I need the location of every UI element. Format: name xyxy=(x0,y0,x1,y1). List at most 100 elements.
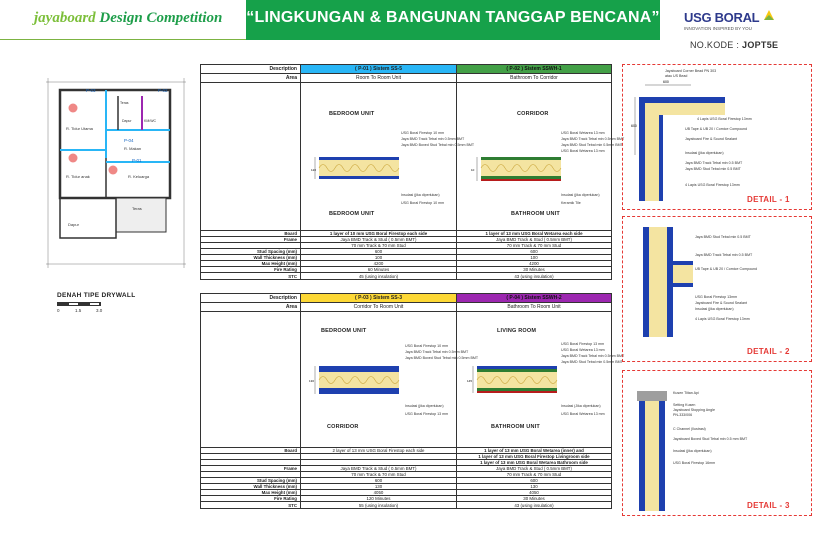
d2-note-0: Jaya BMD Stud Tebal min 0.5 BMT xyxy=(695,235,751,239)
detail-1-drawing: 600 600 xyxy=(631,80,725,201)
d1-note-1: atau US Bead xyxy=(665,74,688,78)
d2-note-3: USG Boral Firestop 13mm xyxy=(695,295,738,299)
t2-col2-area: Bathroom To Room Unit xyxy=(507,304,561,310)
spec-value-col2: 30 Minutes xyxy=(523,267,545,272)
t1-area-label: Area xyxy=(201,74,301,82)
t1-col2-title: ( P-02 ) Sistem SSWH-1 xyxy=(457,65,611,73)
t2-col1-callout-4: USG Boral Firestop 13 mm xyxy=(405,412,449,416)
detail-1-title: DETAIL - 1 xyxy=(747,195,790,204)
t1-col2-area: Bathroom To Corridor xyxy=(510,75,558,81)
page-title: “LINGKUNGAN & BANGUNAN TANGGAP BENCANA” xyxy=(246,9,660,26)
spec-value-col2: 100 xyxy=(530,255,538,260)
competition-brand: jayaboard Design Competition xyxy=(34,10,222,27)
t1-col1-callout-2: Jaya BMD Boxed Stud Tebal min 0.5mm BMT xyxy=(401,143,475,147)
kode-number: NO.KODE : JOPT5E xyxy=(690,40,778,50)
scale-num-0: 0 xyxy=(57,308,60,313)
spec-value-col2: 70 mm Track & 70 mm Stud xyxy=(506,243,562,248)
spec-value-col1: 45 (using insulation) xyxy=(301,273,457,279)
d3-note-4: C Channel (Ilustrasi) xyxy=(673,427,706,431)
spec-value-col1: 120 Minutes xyxy=(301,496,457,501)
plan-label-kmwc: KM/WC xyxy=(144,119,157,123)
t2-drawing-row: BEDROOM UNIT 130 CORRIDOR USG Boral Fire… xyxy=(201,312,624,448)
spec-value-col1: 600 xyxy=(301,249,457,254)
svg-text:130: 130 xyxy=(309,379,314,383)
d1-note-6: Jaya BMD Track Tebal min 0.5 BMT xyxy=(685,161,743,165)
plan-label-p04: P-04 xyxy=(124,138,134,143)
t1-col1-callout-3: Insulasi (jika diperlukan) xyxy=(401,193,440,197)
plan-label-p01: P-01 xyxy=(132,158,142,163)
spec-value-col2: 43 (using insulation) xyxy=(514,273,554,279)
t2-col1-title: ( P-03 ) Sistem SS-3 xyxy=(301,294,457,302)
detail-2-title: DETAIL - 2 xyxy=(747,347,790,356)
t2-col2-bottom-label: BATHROOM UNIT xyxy=(491,424,540,430)
plan-label-p03: P-03 xyxy=(86,88,96,93)
t1-col1-callout-0: USG Boral Firestop 10 mm xyxy=(401,131,445,135)
spec-value-col1: 100 xyxy=(301,255,457,260)
svg-text:600: 600 xyxy=(631,124,637,128)
d2-note-2: UB Tape & UB 20 / Cornice Compound xyxy=(695,267,758,271)
usg-boral-logo: USG BORAL INNOVATION INSPIRED BY YOU xyxy=(676,6,786,38)
t1-col2-bottom-label: BATHROOM UNIT xyxy=(511,211,560,217)
spec-value-col1: 70 mm Track & 70 mm Stud xyxy=(301,472,457,477)
t1-col2-drawing: CORRIDOR 10 BATHROOM UNIT USG Boral Weta… xyxy=(457,83,624,230)
t2-col2-callout-5: USG Boral Wetarea 13 mm xyxy=(561,412,605,416)
detail-1-panel: 600 600 Jayaboard Corner Bead PN 303 ata… xyxy=(622,64,812,210)
spec-label: Board xyxy=(201,231,301,236)
t2-area-row: Area Corridor To Room Unit Bathroom To R… xyxy=(201,303,611,312)
t1-col2-callout-0: USG Boral Wetarea 13 mm xyxy=(561,131,605,135)
spec-value-col1: 60 Minutes xyxy=(301,267,457,272)
svg-text:10: 10 xyxy=(471,168,475,172)
detail-3-drawing xyxy=(637,391,667,511)
d1-note-5: Insulasi (jika diperlukan) xyxy=(685,151,724,155)
d3-note-2: Jayaboard Stopping Angle xyxy=(673,408,715,412)
spec-value-col1: 1 layer of 10 mm USG Boral Firestop each… xyxy=(301,231,457,236)
d3-note-3: PN-333/006 xyxy=(673,413,693,417)
spec-label: STC xyxy=(201,502,301,508)
plan-marker-detail-1 xyxy=(68,103,78,113)
spec-label xyxy=(201,460,301,465)
t2-col1-drawing: BEDROOM UNIT 130 CORRIDOR USG Boral Fire… xyxy=(301,312,478,447)
spec-value-col2: 1 layer of 13 mm USG Boral Firestop Livi… xyxy=(478,454,590,459)
d1-note-4: Jayaboard Fire & Sound Sealant xyxy=(685,137,737,141)
spec-label: Frame xyxy=(201,237,301,242)
brand-jayaboard: jayaboard xyxy=(34,10,96,26)
scale-num-2: 3.0 xyxy=(96,308,103,313)
spec-label: Wall Thickness (mm) xyxy=(201,255,301,260)
spec-label: Fire Rating xyxy=(201,267,301,272)
t2-col2-callout-2: Jaya BMD Track Tebal min 0.5mm BMT xyxy=(561,354,625,358)
wall-section-sswh2: 145 xyxy=(467,366,558,393)
wall-section-ss3: 130 xyxy=(309,366,400,394)
spec-value-col1: 55 (using insulation) xyxy=(301,502,457,508)
spec-value-col2: 600 xyxy=(530,478,538,483)
t2-description-row: Description ( P-03 ) Sistem SS-3 ( P-04 … xyxy=(201,294,611,303)
t1-col2-callout-5: Keramik Tile xyxy=(561,201,581,205)
t2-row-board-3: 1 layer of 13 mm USG Boral Wetarea Bathr… xyxy=(201,460,611,466)
d3-note-5: Jayaboard Boxed Stud Tebal min 0.5 mm BM… xyxy=(673,437,748,441)
plan-label-tidur-utama: R. Tidur Utama xyxy=(66,126,94,131)
logo-tagline: INNOVATION INSPIRED BY YOU xyxy=(684,26,752,31)
plan-label-keluarga: R. Keluarga xyxy=(128,174,150,179)
d2-note-5: Insulasi (jika diperlukan) xyxy=(695,307,734,311)
t2-description-label: Description xyxy=(201,294,301,302)
t2-col2-callout-4: Insulasi (Jika diperlukan) xyxy=(561,404,601,408)
t2-col2-callout-3: Jaya BMD Stud Tebal min 0.5mm BMT xyxy=(561,360,623,364)
plan-label-tidur-anak: R. Tidur anak xyxy=(66,174,90,179)
detail-3-panel: Kusen Tiitan Api Setting Kusen Jayaboard… xyxy=(622,370,812,516)
kode-label: NO.KODE : xyxy=(690,40,743,50)
scale-num-1: 1.5 xyxy=(75,308,82,313)
plan-marker-detail-2 xyxy=(68,153,78,163)
spec-label: Max Height (mm) xyxy=(201,261,301,266)
spec-label: STC xyxy=(201,273,301,279)
spec-value-col1 xyxy=(301,454,457,459)
t1-col1-drawing: BEDROOM UNIT 120 BEDROOM UNIT USG Boral … xyxy=(301,83,474,230)
spec-value-col1: 4050 xyxy=(301,490,457,495)
t1-col1-callout-4: USG Boral Firestop 10 mm xyxy=(401,201,445,205)
t2-col2-drawing: LIVING ROOM 145 BATHROOM UNIT USG Boral … xyxy=(457,312,624,447)
